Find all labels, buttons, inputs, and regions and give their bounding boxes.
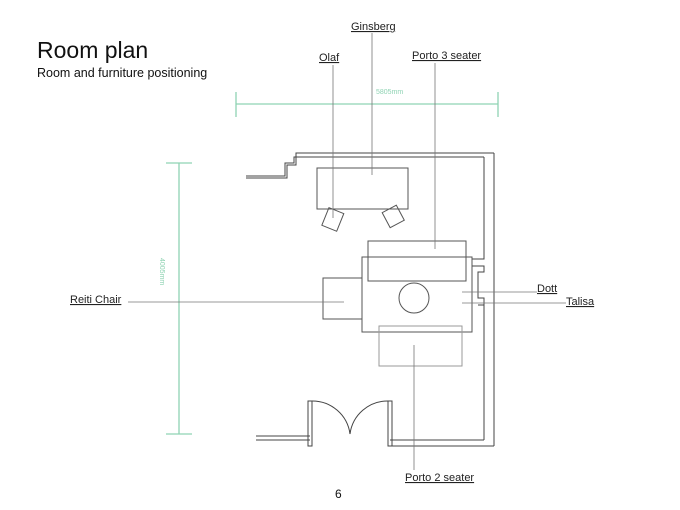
room-walls bbox=[246, 152, 495, 447]
page-subtitle: Room and furniture positioning bbox=[37, 66, 208, 80]
label-olaf: Olaf bbox=[319, 52, 340, 64]
label-porto-2-seater: Porto 2 seater bbox=[405, 472, 474, 484]
page-title: Room plan bbox=[37, 37, 149, 63]
door-swing bbox=[311, 400, 389, 435]
label-dott: Dott bbox=[537, 283, 557, 295]
label-ginsberg: Ginsberg bbox=[351, 21, 396, 33]
porto-3-seater bbox=[367, 240, 467, 282]
reiti-chair bbox=[322, 277, 363, 320]
height-dimension-label: 4005mm bbox=[158, 258, 165, 285]
label-porto-3-seater: Porto 3 seater bbox=[412, 50, 481, 62]
label-reiti-chair: Reiti Chair bbox=[70, 294, 122, 306]
ginsberg-sideboard bbox=[316, 167, 409, 210]
page-number: 6 bbox=[335, 487, 342, 501]
width-dimension bbox=[235, 92, 499, 117]
leader-lines bbox=[128, 33, 566, 470]
olaf-chair-right bbox=[381, 204, 405, 229]
dott-table bbox=[398, 282, 430, 314]
label-talisa: Talisa bbox=[566, 296, 595, 308]
width-dimension-label: 5805mm bbox=[376, 89, 403, 96]
rug bbox=[361, 256, 473, 333]
height-dimension bbox=[166, 162, 192, 435]
olaf-chair-left bbox=[321, 207, 345, 232]
furniture bbox=[316, 167, 473, 367]
porto-2-seater bbox=[378, 325, 463, 367]
